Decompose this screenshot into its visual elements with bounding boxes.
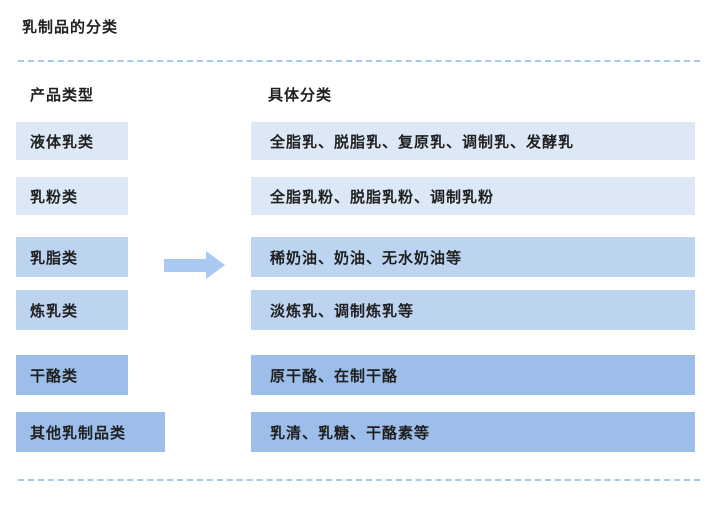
right-arrow-icon (164, 251, 225, 279)
detail-cell: 淡炼乳、调制炼乳等 (251, 290, 695, 330)
detail-cell: 乳清、乳糖、干酪素等 (251, 412, 695, 452)
top-divider (18, 60, 700, 62)
bottom-divider (18, 479, 700, 481)
product-type-cell: 液体乳类 (16, 122, 128, 160)
product-type-cell: 乳粉类 (16, 177, 128, 215)
table-row: 液体乳类 全脂乳、脱脂乳、复原乳、调制乳、发酵乳 (0, 122, 721, 160)
table-row: 其他乳制品类 乳清、乳糖、干酪素等 (0, 412, 721, 452)
product-type-cell: 乳脂类 (16, 237, 128, 277)
table-row: 干酪类 原干酪、在制干酪 (0, 355, 721, 395)
detail-cell: 全脂乳、脱脂乳、复原乳、调制乳、发酵乳 (251, 122, 695, 160)
table-row: 乳粉类 全脂乳粉、脱脂乳粉、调制乳粉 (0, 177, 721, 215)
page-title: 乳制品的分类 (22, 19, 119, 36)
detail-cell: 原干酪、在制干酪 (251, 355, 695, 395)
product-type-cell: 其他乳制品类 (16, 412, 165, 452)
column-header-product-type: 产品类型 (30, 87, 95, 104)
column-header-detail: 具体分类 (268, 87, 333, 104)
table-row: 乳脂类 稀奶油、奶油、无水奶油等 (0, 237, 721, 277)
detail-cell: 全脂乳粉、脱脂乳粉、调制乳粉 (251, 177, 695, 215)
product-type-cell: 炼乳类 (16, 290, 128, 330)
table-row: 炼乳类 淡炼乳、调制炼乳等 (0, 290, 721, 330)
product-type-cell: 干酪类 (16, 355, 128, 395)
detail-cell: 稀奶油、奶油、无水奶油等 (251, 237, 695, 277)
